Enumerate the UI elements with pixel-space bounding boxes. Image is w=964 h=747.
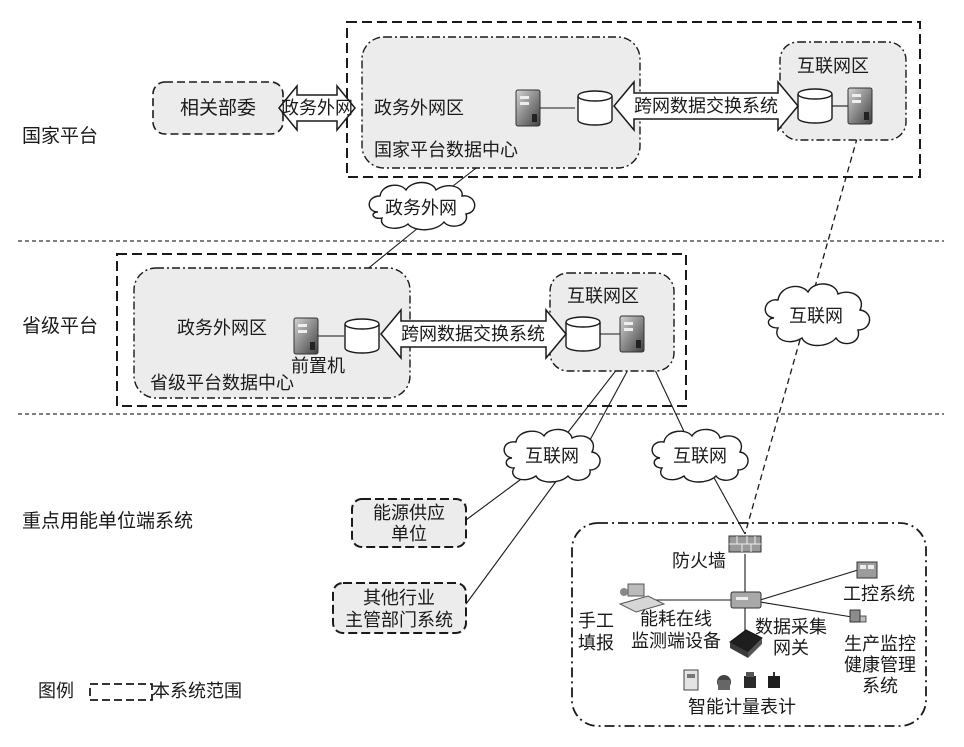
- other-sector-box: [332, 582, 467, 634]
- related-ministry-label: 相关部委: [180, 97, 256, 119]
- national-database-icon: [577, 90, 613, 126]
- health-mgmt-label-line2: 健康管理: [844, 655, 916, 676]
- energy-supplier-label-line2: 单位: [391, 524, 427, 545]
- energy-supplier-box: [351, 498, 467, 548]
- cloud-internet-a-label: 互联网: [525, 446, 579, 467]
- national-db-server-icon: [515, 89, 541, 127]
- provincial-data-center-label: 省级平台数据中心: [150, 373, 294, 394]
- level-label-enterprise: 重点用能单位端系统: [22, 510, 193, 532]
- front-machine-label: 前置机: [291, 356, 345, 377]
- national-internet-database-icon: [797, 88, 833, 124]
- national-internet-zone-label: 互联网区: [797, 56, 869, 77]
- provincial-internet-database-icon: [565, 316, 601, 352]
- cloud-internet-b: 互联网: [651, 428, 749, 483]
- link-cloud-a-to-other-sector: [465, 475, 561, 605]
- monitor-device-label-line1: 能耗在线: [640, 609, 712, 630]
- provincial-database-icon: [344, 318, 380, 354]
- legend-label: 本系统范围: [152, 681, 242, 702]
- national-cross-network-label: 跨网数据交换系统: [634, 96, 778, 117]
- other-sector-label-line1: 其他行业: [363, 588, 435, 609]
- monitor-device-icon: [729, 629, 763, 658]
- national-internet-server-icon: [847, 87, 873, 125]
- industrial-control-icon: [856, 561, 878, 579]
- level-label-provincial: 省级平台: [22, 315, 98, 337]
- provincial-internet-server-icon: [619, 315, 645, 353]
- cloud-internet-b-label: 互联网: [673, 446, 727, 467]
- manual-entry-label-line1: 手工: [578, 611, 614, 632]
- cloud-internet-right: 互联网: [764, 283, 871, 347]
- national-cross-network-arrow: [613, 79, 799, 133]
- cloud-internet-right-label: 互联网: [789, 306, 843, 327]
- legend-prefix: 图例: [38, 681, 74, 702]
- firewall-label: 防火墙: [672, 551, 726, 572]
- gov-extranet-arrow-label: 政务外网: [281, 98, 353, 119]
- gov-extranet-double-arrow: [278, 83, 356, 133]
- energy-supplier-label-line1: 能源供应: [373, 503, 445, 524]
- industrial-control-label: 工控系统: [843, 584, 915, 605]
- health-mgmt-label-line3: 系统: [862, 676, 898, 697]
- smart-meters-label: 智能计量表计: [688, 697, 796, 718]
- provincial-cross-network-arrow: [380, 307, 567, 361]
- cloud-gov-extranet: 政务外网: [368, 181, 476, 231]
- gateway-icon: [730, 591, 762, 609]
- level-label-national: 国家平台: [22, 125, 98, 147]
- monitor-device-label-line2: 监测端设备: [631, 631, 721, 652]
- legend-scope-swatch: [89, 683, 153, 701]
- link-cloud-b-to-firewall: [711, 473, 746, 535]
- provincial-internet-zone-label: 互联网区: [567, 286, 639, 307]
- national-system-scope-box: [346, 21, 921, 178]
- cloud-internet-a: 互联网: [503, 428, 601, 483]
- health-mgmt-label-line1: 生产监控: [844, 634, 916, 655]
- provincial-system-scope-box: [116, 253, 687, 407]
- gateway-label-line2: 网关: [773, 638, 809, 659]
- cloud-gov-extranet-label: 政务外网: [385, 198, 457, 219]
- gateway-label-line1: 数据采集: [755, 617, 827, 638]
- national-gov-extranet-zone-label: 政务外网区: [374, 98, 464, 119]
- gateway-to-health-mgmt: [759, 601, 853, 618]
- health-mgmt-icon: [849, 609, 867, 623]
- front-machine-server-icon: [293, 317, 319, 355]
- other-sector-label-line2: 主管部门系统: [345, 610, 453, 631]
- enterprise-system-scope-box: [571, 522, 927, 727]
- link-cloud-a-to-energy-supplier: [465, 473, 529, 521]
- manual-entry-label-line2: 填报: [578, 633, 614, 654]
- manual-entry-workstation-icon: [618, 583, 666, 613]
- national-data-center-label: 国家平台数据中心: [374, 140, 518, 161]
- provincial-cross-network-label: 跨网数据交换系统: [401, 324, 545, 345]
- provincial-gov-extranet-zone-label: 政务外网区: [177, 318, 267, 339]
- gateway-to-industrial-control: [759, 569, 859, 601]
- firewall-icon: [728, 535, 762, 553]
- smart-meters-icon: [683, 669, 780, 691]
